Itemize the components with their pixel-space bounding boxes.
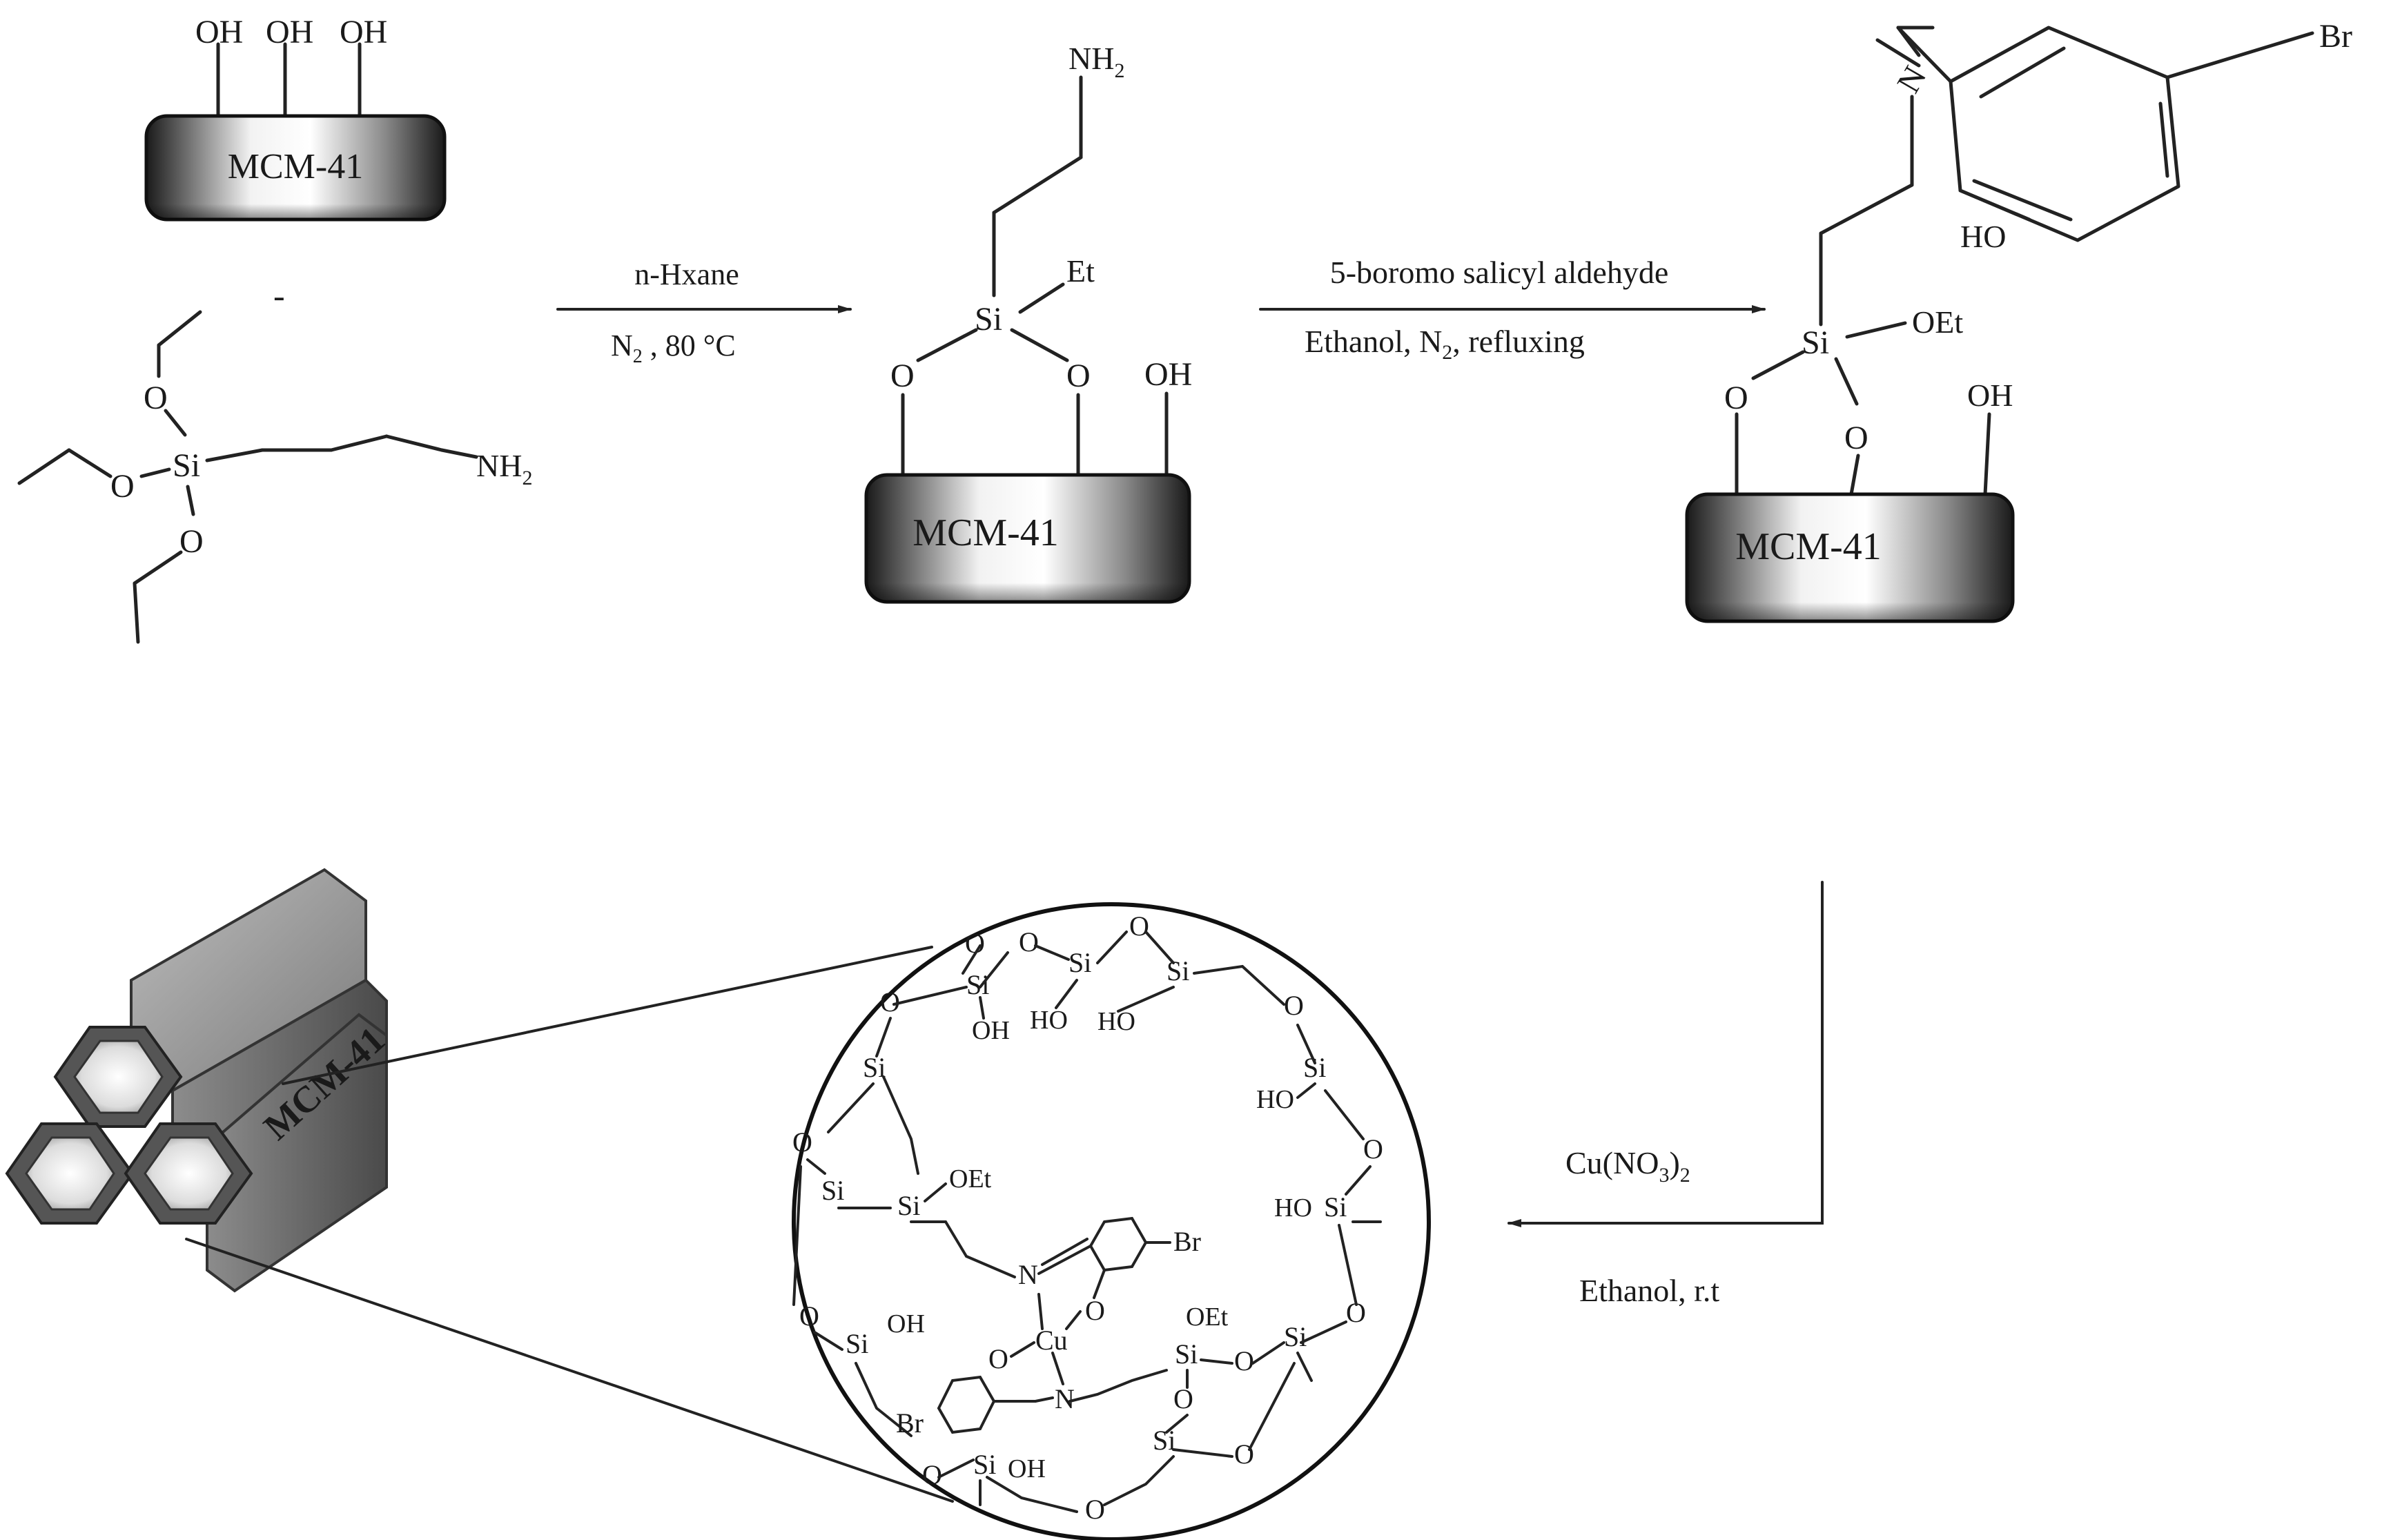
step1-arrow-group: n-Hxane N2 , 80 °C	[556, 257, 852, 367]
svg-text:O: O	[1234, 1345, 1254, 1376]
svg-text:OH: OH	[887, 1309, 925, 1338]
pore-hexagon	[25, 1136, 115, 1211]
step2-reagent: 5-boromo salicyl aldehyde	[1330, 255, 1669, 290]
svg-text:O: O	[1234, 1439, 1254, 1470]
hydroxyl-label: OH	[195, 14, 243, 50]
amine-grafted-mcm41: NH2 Si Et O O OH MCM-41	[864, 41, 1192, 604]
hydroxyl-label: OH	[1967, 378, 2013, 413]
oxygen-label: O	[1066, 358, 1091, 394]
oxygen-label: O	[1844, 420, 1868, 456]
oxygen-label: O	[144, 380, 168, 416]
copper-label: Cu	[1035, 1325, 1068, 1356]
svg-text:Br: Br	[1173, 1226, 1201, 1257]
hydroxyl-label: HO	[1960, 219, 2006, 254]
svg-text:Si: Si	[966, 969, 989, 1000]
step3-reagent: Cu(NO3)2	[1565, 1145, 1690, 1187]
hydroxyl-label: OH	[340, 14, 387, 50]
svg-text:N: N	[1055, 1383, 1075, 1414]
svg-text:HO: HO	[1274, 1193, 1312, 1222]
svg-text:O: O	[1363, 1133, 1383, 1164]
hydroxyl-label: OH	[1144, 356, 1192, 393]
oxygen-label: O	[179, 523, 204, 560]
benzene-ring	[1949, 26, 2180, 242]
bromine-label: Br	[2319, 18, 2352, 55]
oxygen-label: O	[110, 468, 135, 505]
reaction-arrow	[1507, 881, 1824, 1227]
step2-arrow-group: 5-boromo salicyl aldehyde Ethanol, N2, r…	[1259, 255, 1766, 364]
pore-zoom-circle: O Si O Si O Si OH HO HO O Si O Si HO O H…	[792, 902, 1431, 1540]
svg-text:N: N	[1018, 1259, 1038, 1290]
mcm41-slab-shade	[866, 475, 1189, 602]
step1-conditions: N2 , 80 °C	[611, 329, 736, 367]
svg-text:OH: OH	[972, 1016, 1010, 1045]
svg-text:Si: Si	[973, 1449, 996, 1480]
amine-label: NH2	[476, 448, 532, 489]
svg-text:HO: HO	[1256, 1085, 1294, 1114]
aptes-molecule: NH2 Si O O O	[17, 310, 532, 644]
svg-text:OH: OH	[1008, 1454, 1046, 1483]
mcm41-label: MCM-41	[913, 511, 1059, 554]
step2-conditions: Ethanol, N2, refluxing	[1305, 324, 1585, 364]
mcm41-label: MCM-41	[1735, 525, 1882, 568]
zoom-line	[185, 1238, 954, 1503]
svg-text:O: O	[799, 1300, 819, 1332]
svg-text:OEt: OEt	[1186, 1303, 1229, 1332]
svg-text:Si: Si	[846, 1328, 868, 1359]
plus-sign: -	[273, 276, 285, 315]
reactant-mcm41-support: OH OH OH MCM-41	[144, 14, 447, 222]
svg-text:Si: Si	[1284, 1321, 1307, 1352]
svg-text:HO: HO	[1030, 1006, 1068, 1035]
svg-text:Si: Si	[1324, 1191, 1347, 1222]
svg-text:OEt: OEt	[949, 1164, 992, 1193]
ethyl-label: Et	[1066, 253, 1095, 289]
silicon-label: Si	[1802, 324, 1829, 361]
svg-text:O: O	[1085, 1295, 1105, 1326]
nitrogen-label: N	[1890, 60, 1933, 99]
svg-text:Si: Si	[821, 1175, 844, 1206]
svg-text:Br: Br	[896, 1407, 924, 1439]
mcm41-slab-shade	[1687, 494, 2013, 621]
silicon-label: Si	[173, 447, 200, 484]
mcm41-hexagonal-prisms: MCM-41	[5, 868, 393, 1293]
mcm41-label: MCM-41	[228, 147, 363, 186]
svg-text:O: O	[1129, 910, 1149, 942]
mcm41-slab-shade	[146, 116, 445, 220]
silicon-label: Si	[975, 301, 1002, 338]
svg-text:O: O	[988, 1343, 1008, 1374]
svg-text:O: O	[1019, 926, 1039, 957]
svg-text:Si: Si	[897, 1190, 920, 1221]
oxygen-label: O	[1724, 380, 1748, 416]
step3-arrow-group: Cu(NO3)2 Ethanol, r.t	[1507, 881, 1824, 1308]
svg-text:O: O	[1085, 1494, 1105, 1525]
pore-hexagon	[144, 1136, 234, 1211]
schiff-base-grafted-mcm41: Br HO N Si OEt O O OH MCM-41	[1685, 18, 2352, 623]
svg-text:O: O	[792, 1127, 812, 1158]
amine-label: NH2	[1068, 41, 1124, 82]
svg-text:HO: HO	[1097, 1007, 1135, 1036]
zoom-line	[282, 946, 933, 1085]
svg-text:O: O	[922, 1459, 942, 1490]
svg-text:Si: Si	[1175, 1338, 1198, 1370]
oxygen-label: O	[890, 358, 915, 394]
svg-text:Si: Si	[863, 1052, 886, 1083]
svg-text:Si: Si	[1153, 1425, 1175, 1456]
ethoxy-label: OEt	[1912, 304, 1963, 340]
step3-conditions: Ethanol, r.t	[1579, 1273, 1719, 1308]
svg-text:O: O	[1284, 990, 1304, 1021]
svg-text:O: O	[880, 986, 900, 1017]
step1-reagent: n-Hxane	[634, 257, 739, 291]
hydroxyl-label: OH	[266, 14, 313, 50]
pore-hexagon	[73, 1040, 164, 1114]
svg-text:O: O	[1173, 1383, 1193, 1414]
svg-text:Si: Si	[1068, 947, 1091, 978]
svg-text:Si: Si	[1303, 1052, 1326, 1083]
